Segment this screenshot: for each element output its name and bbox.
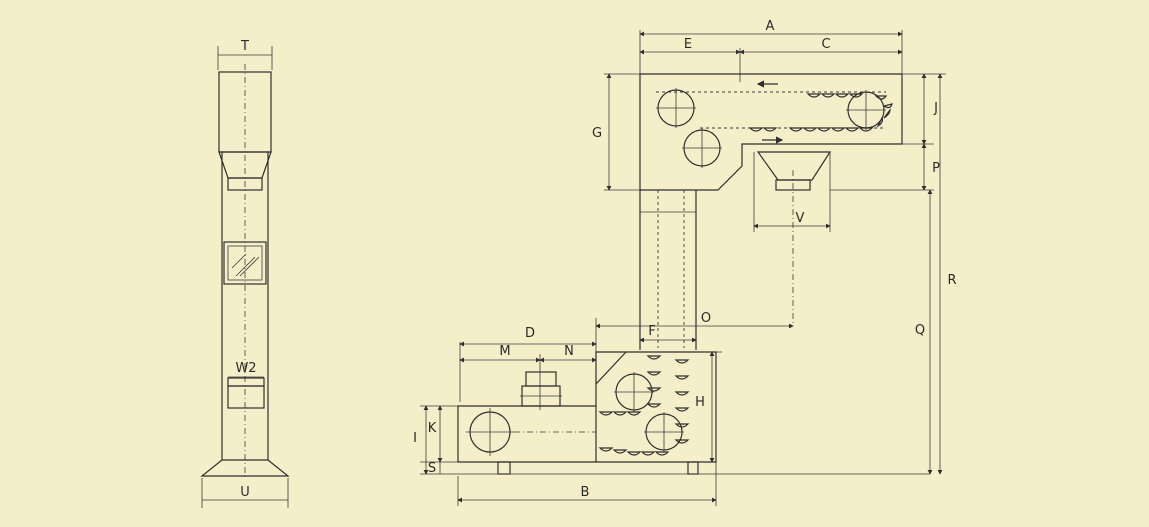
dim-label-j: J [933, 101, 938, 116]
dim-label-c: C [821, 37, 830, 52]
dim-label-v: V [796, 211, 805, 226]
dim-label-e: E [684, 37, 692, 52]
dim-label-w2: W2 [235, 361, 256, 376]
inspection-window [223, 241, 267, 285]
head-buckets [748, 93, 893, 132]
dim-label-n: N [564, 344, 574, 359]
dim-label-t: T [240, 39, 249, 54]
dim-label-b: B [581, 485, 590, 500]
dim-label-i: I [413, 431, 417, 446]
dim-label-q: Q [915, 323, 925, 338]
dim-label-d: D [525, 326, 535, 341]
dim-label-a: A [766, 19, 775, 34]
front-view: A E C G [413, 19, 957, 506]
boot-buckets [598, 355, 690, 456]
dim-label-s: S [428, 461, 436, 476]
dim-label-o: O [701, 311, 711, 326]
dim-label-p: P [932, 161, 940, 176]
dim-label-r: R [947, 273, 956, 288]
dim-label-m: M [499, 344, 510, 359]
dim-label-g: G [592, 126, 602, 141]
dim-label-f: F [648, 324, 655, 339]
dim-label-k: K [428, 421, 437, 436]
dim-label-u: U [240, 485, 250, 500]
side-view: T W2 U [200, 39, 290, 508]
dim-label-h: H [695, 395, 705, 410]
